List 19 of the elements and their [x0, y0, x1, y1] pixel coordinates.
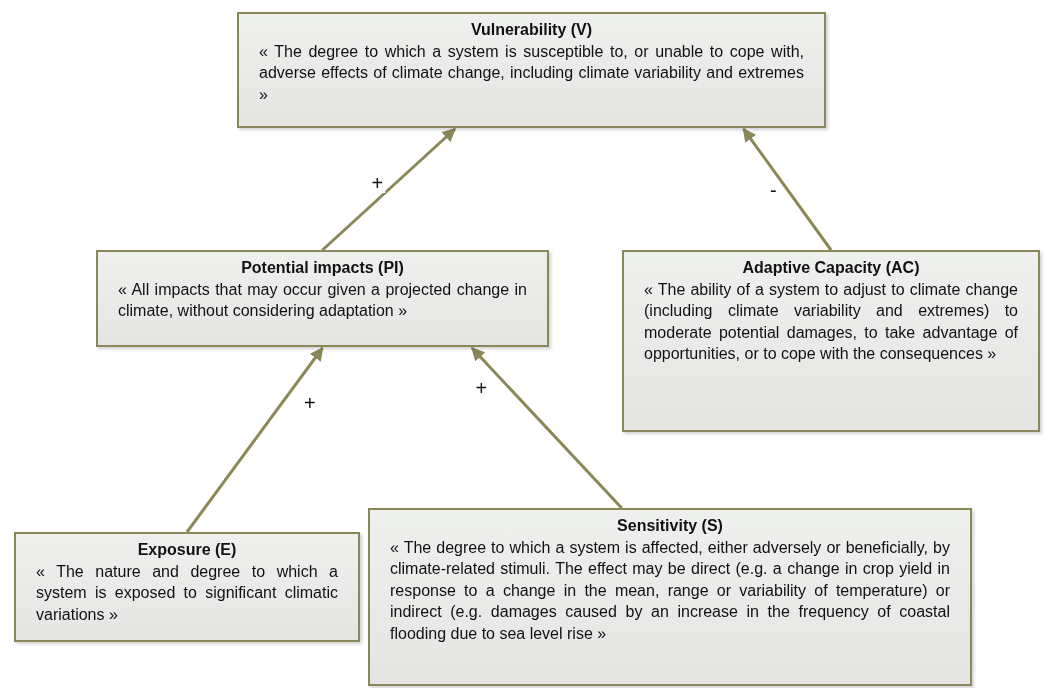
arrow [321, 127, 456, 252]
definition-box [237, 12, 826, 128]
definition-text: « The degree to which a system is susceptible to, or unable to cope with, adverse effects of climate change, including climate variability and extremes » [259, 41, 804, 105]
box-title: Sensitivity (S) [616, 516, 724, 536]
arrow [470, 346, 623, 510]
definition-box [96, 250, 549, 347]
definition-text: « The ability of a system to adjust to climate change (including climate variability and extremes) to moderate potential damages, to take advantage of opportunities, or to cope with the consequences » [644, 279, 1018, 364]
definition-box [14, 532, 360, 642]
definition-box [368, 508, 972, 686]
definition-text: « The nature and degree to which a system is exposed to significant climatic variations » [36, 561, 338, 625]
box-title: Vulnerability (V) [469, 20, 594, 40]
definition-text: « All impacts that may occur given a projected change in climate, without considering adaptation » [118, 279, 527, 321]
box-title: Exposure (E) [136, 540, 238, 560]
box-title: Adaptive Capacity (AC) [741, 258, 921, 278]
arrow [185, 346, 324, 533]
definition-box [622, 250, 1040, 432]
definition-text: « The degree to which a system is affected, either adversely or beneficially, by climate-related stimuli. The effect may be direct (e.g. a change in crop yield in response to a change in the mean, range or variability of temperature) or indirect (e.g. damages caused by an increase in the frequency of coastal flooding due to sea level rise » [390, 537, 950, 644]
box-title: Potential impacts (PI) [240, 258, 405, 278]
arrow [742, 127, 833, 251]
